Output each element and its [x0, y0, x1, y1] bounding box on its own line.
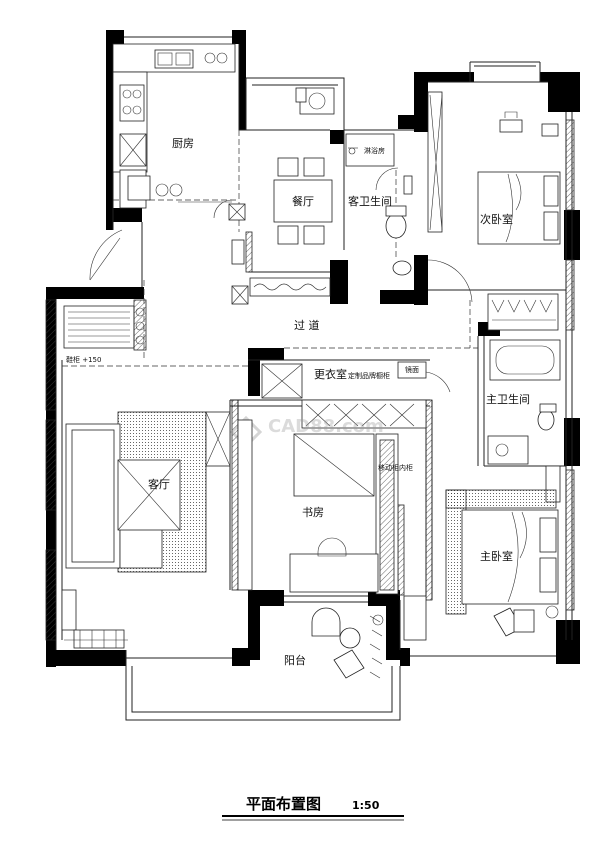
corridor-label: 过 道 [294, 318, 320, 332]
master-bedroom-furniture [403, 489, 559, 641]
study-furniture [237, 419, 399, 595]
title-text: 平面布置图 [246, 795, 321, 813]
cloakroom-note: 定制品牌橱柜 [348, 371, 390, 380]
master-bath-label: 主卫生间 [486, 392, 530, 406]
study-note: 移动柜内柜 [378, 463, 413, 472]
second-bedroom-furniture [427, 91, 561, 331]
balcony-label: 阳台 [284, 653, 306, 667]
second-bedroom-label: 次卧室 [480, 212, 513, 226]
opening-lines [62, 130, 478, 367]
balcony-furniture [311, 607, 384, 679]
drawing-title: 平面布置图 1:50 [222, 795, 404, 821]
guest-bath-label: 客卫生间 [348, 194, 392, 208]
living-room-label: 客厅 [148, 477, 170, 491]
title-scale: 1:50 [352, 799, 380, 812]
guest-bath-fixtures [345, 133, 413, 276]
mirror-label: 镜面 [405, 365, 419, 374]
outer-walls [46, 30, 580, 667]
shoe-cabinet [63, 299, 147, 351]
watermark-text: CAD88.com [268, 416, 384, 437]
cloakroom-furniture [261, 361, 451, 429]
shoe-cabinet-label: 鞋柜 +150 [66, 355, 101, 364]
master-bath-fixtures [487, 339, 561, 503]
living-room-furniture [61, 411, 231, 649]
master-bedroom-label: 主卧室 [480, 549, 513, 563]
kitchen-label: 厨房 [172, 137, 194, 150]
study-label: 书房 [302, 506, 324, 519]
dining-table [231, 87, 335, 305]
dining-label: 餐厅 [292, 194, 314, 208]
cloakroom-label: 更衣室 [314, 367, 347, 381]
entry-door [89, 229, 123, 281]
kitchen [112, 43, 246, 221]
laundry-label: 淋浴房 [364, 146, 385, 155]
hatched-walls [45, 92, 575, 641]
